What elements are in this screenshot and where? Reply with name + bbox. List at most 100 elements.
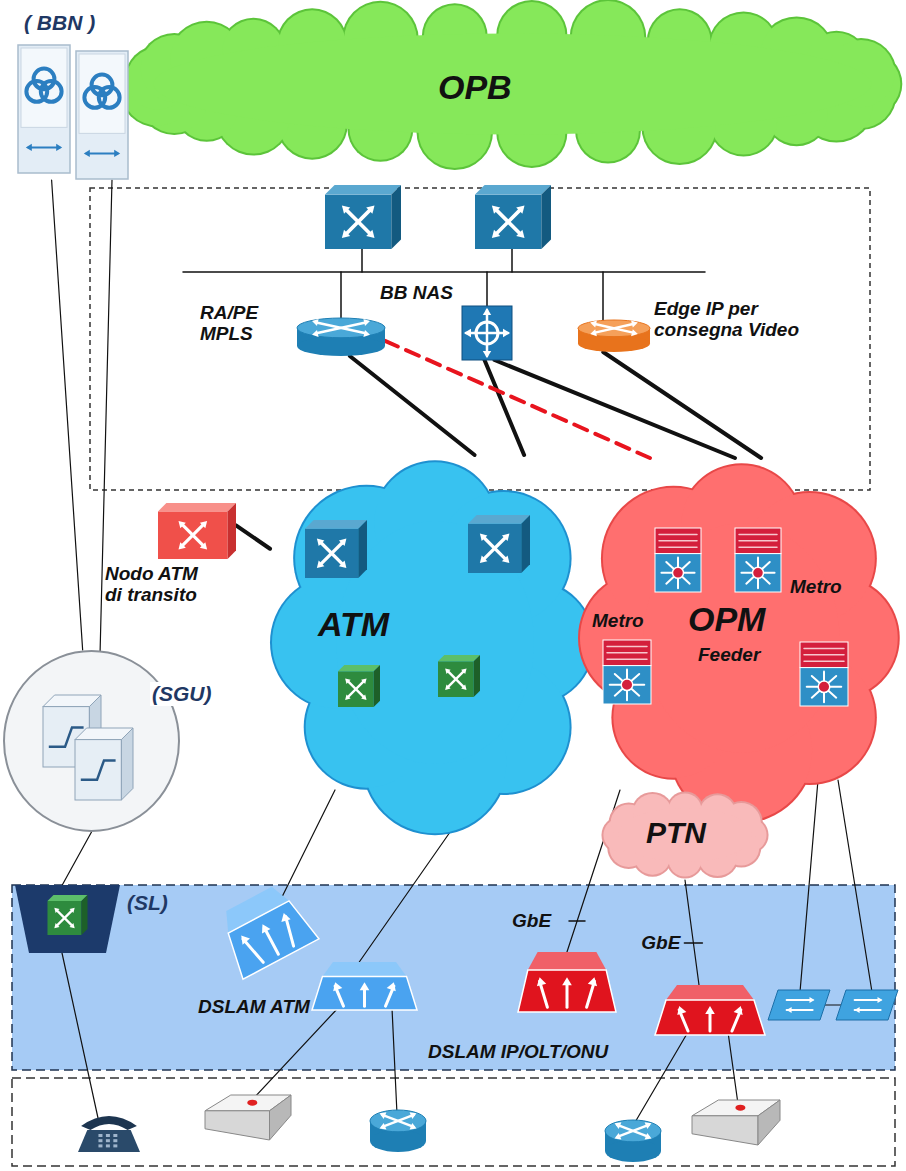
drawing-part (183, 525, 203, 545)
node-label: ( BBN ) (24, 11, 95, 35)
drawing-part (466, 332, 508, 335)
drawing-part (475, 185, 551, 195)
drawing-part (26, 81, 47, 102)
core-cloud: OPB (120, 0, 905, 168)
cloud-outline (119, 0, 902, 170)
drawing-part (461, 684, 467, 690)
drawing-part (81, 1116, 137, 1130)
drawing-part (492, 206, 500, 214)
drawing-part (511, 248, 513, 272)
drawing-part (607, 646, 647, 648)
drawing-part (258, 922, 270, 934)
drawing-part (617, 1125, 648, 1137)
drawing-part (358, 520, 367, 578)
link-line (236, 525, 270, 548)
drawing-part (484, 538, 505, 559)
drawing-part (312, 330, 319, 337)
drawing-part (659, 546, 697, 548)
drawing-part (461, 668, 467, 674)
drawing-part (154, 34, 872, 135)
nas-node: BB NAS (462, 306, 512, 360)
drawing-part (804, 648, 844, 650)
drawing-part (348, 682, 363, 697)
drawing-part (410, 1112, 417, 1119)
drawing-part (325, 185, 401, 195)
area-label: Metro (790, 576, 842, 597)
access-band (12, 885, 895, 1070)
drawing-part (480, 534, 488, 542)
drawing-part (448, 672, 463, 687)
drawing-part (278, 790, 335, 905)
server-icon (76, 51, 128, 179)
drawing-part (380, 1123, 387, 1130)
node-label: Edge IP per consegna Video (654, 298, 819, 341)
switch-icon (305, 529, 358, 578)
drawing-part (590, 320, 597, 327)
node-label: DSLAM ATM (198, 996, 310, 1017)
drawing-part (615, 1133, 622, 1140)
cloud-fill (603, 793, 766, 876)
drawing-part (804, 654, 844, 656)
drawing-part (361, 678, 367, 684)
drawing-part (603, 352, 761, 458)
drawing-part (804, 660, 844, 662)
drawing-part (26, 144, 32, 151)
drawing-part (825, 1004, 842, 1005)
switch-icon (325, 195, 391, 249)
drawing-part (57, 911, 71, 925)
drawing-part (113, 1139, 117, 1142)
drawing-part (621, 679, 633, 691)
drawing-part (247, 1100, 257, 1106)
drawing-part (270, 1095, 292, 1140)
customer-band (12, 1078, 895, 1166)
drawing-part (54, 923, 59, 928)
drawing-part (158, 503, 236, 511)
link-line (684, 880, 702, 985)
drawing-part (603, 666, 651, 704)
drawing-part (345, 678, 351, 684)
drawing-part (106, 1134, 110, 1137)
drawing-part (57, 911, 71, 925)
drawing-part (179, 521, 186, 528)
drawing-part (643, 523, 839, 752)
node-label: ATM (318, 605, 389, 643)
video-edge-router: Edge IP per consegna Video (578, 320, 650, 352)
drawing-part (312, 319, 319, 326)
drawing-part (735, 1105, 745, 1111)
drawing-part (485, 360, 525, 455)
metro-cloud: OPMMetroMetroFeeder (578, 458, 905, 818)
drawing-part (200, 542, 207, 549)
drawing-part (323, 962, 407, 976)
node-shape (655, 985, 765, 1035)
switch-icon (475, 195, 541, 249)
drawing-part (486, 272, 488, 306)
drawing-part (338, 665, 380, 671)
drawing-part (634, 1032, 688, 1124)
node-shape (297, 318, 385, 356)
drawing-part (183, 271, 705, 273)
drawing-part (739, 534, 777, 536)
drawing-part (677, 1006, 686, 1015)
drawing-part (382, 1115, 413, 1127)
drawing-part (321, 543, 342, 564)
drawing-part (800, 780, 818, 992)
drawing-part (445, 684, 451, 690)
edge-area (90, 188, 870, 490)
cloud-fill (121, 1, 900, 168)
drawing-part (339, 561, 347, 569)
switch-icon (468, 524, 521, 573)
cloud-fill (580, 465, 898, 821)
drawing-part (106, 1144, 110, 1147)
drawing-part (316, 322, 365, 333)
drawing-part (392, 1008, 397, 1114)
drawing-part (655, 1000, 765, 1035)
router-node: RA/PE MPLS (297, 318, 385, 356)
drawing-part (82, 895, 88, 935)
drawing-part (448, 672, 463, 687)
drawing-part (838, 780, 872, 992)
metro-switch-icon (655, 528, 701, 554)
dslam-icon (518, 952, 616, 1012)
node-shape (578, 320, 650, 352)
node-shape (18, 45, 130, 180)
lan-switch-icon (836, 990, 898, 1020)
